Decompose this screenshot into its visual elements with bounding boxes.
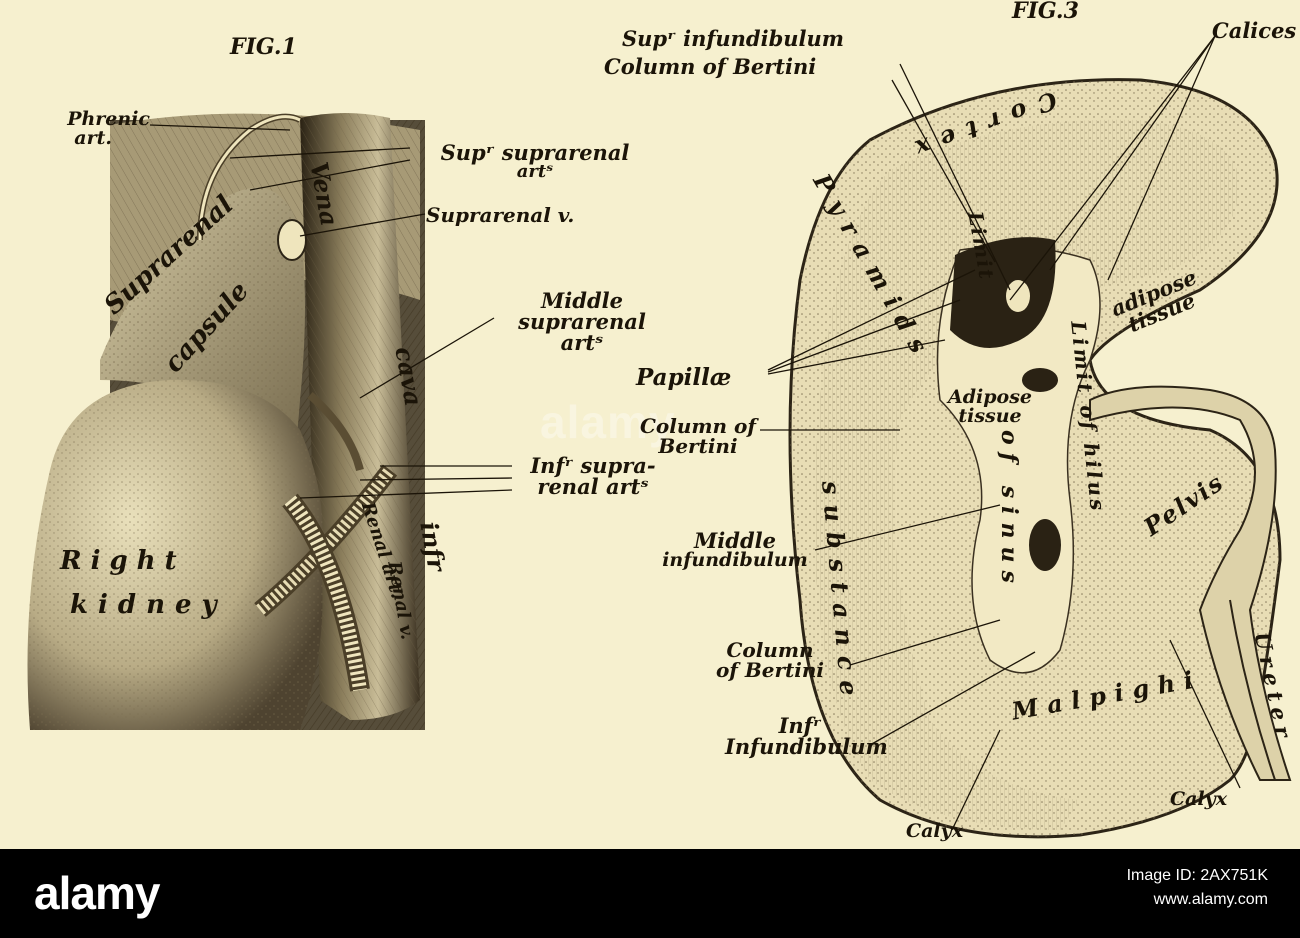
label-right-kidney-2: kidney [70,590,227,620]
label-sup-suprarenal-arts: Supʳ suprarenal artˢ [440,140,630,182]
stock-footer [0,849,1300,938]
label-of-sinus: of sinus [996,430,1022,591]
watermark: alamy [540,396,676,448]
label-phrenic: Phrenic art. [67,108,150,149]
footer-info: Image ID: 2AX751K www.alamy.com [1127,864,1268,912]
fig3-drawing [760,35,1292,839]
label-calyx-left: Calyx [906,820,964,842]
label-calyx-right: Calyx [1170,788,1228,810]
label-adipose-tissue-inner: Adipose tissue [948,386,1032,427]
site-url[interactable]: www.alamy.com [1153,891,1268,908]
label-middle-suprarenal-arts: Middle suprarenal artˢ [518,288,646,355]
label-middle-infundibulum: Middle infundibulum [662,528,808,571]
engraving-illustration [27,35,1292,839]
label-right-kidney-1: Right [60,546,186,576]
label-calices: Calices [1212,18,1297,43]
label-suprarenal-vein: Suprarenal v. [426,203,575,227]
label-inf-suprarenal-arts: Infʳ supra- renal artˢ [530,453,656,499]
label-sup-infundibulum: Supʳ infundibulum [622,26,845,51]
image-id: Image ID: 2AX751K [1126,867,1268,884]
label-column-of-bertini-low: Column of Bertini [715,638,825,682]
label-papillae: Papillæ [636,364,732,391]
fig1-drawing [27,113,513,730]
label-column-of-bertini-mid: Column of Bertini [639,414,756,458]
fig3-title: FIG.3 [1012,0,1079,24]
label-infr: infr [414,519,452,574]
anatomical-plate: alamy FIG.1 Phrenic art. Supʳ suprarenal… [0,0,1300,849]
fig1-title: FIG.1 [230,34,297,60]
label-column-of-bertini-top: Column of Bertini [604,54,817,79]
alamy-logo[interactable]: alamy [34,867,160,919]
label-inf-infundibulum: Infʳ Infundibulum [725,713,888,759]
